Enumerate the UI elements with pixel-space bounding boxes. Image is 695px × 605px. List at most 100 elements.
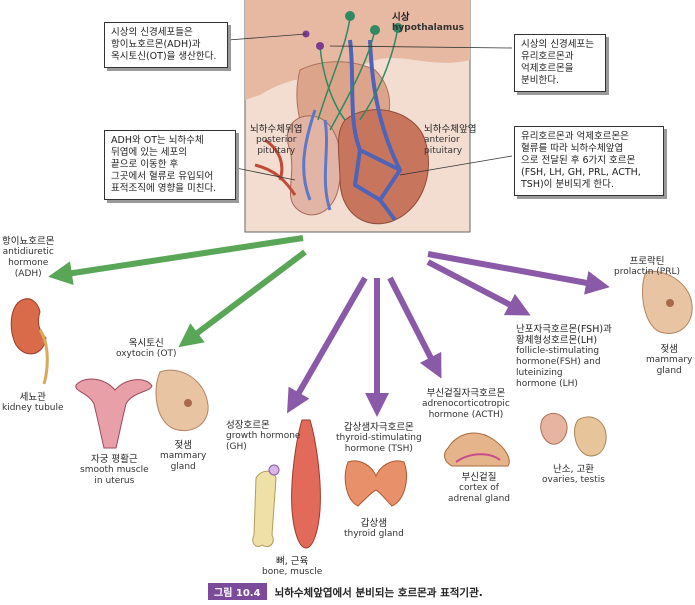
note-anterior-six-hormones: 유리호르몬과 억제호르몬은 혈류를 따라 뇌하수체앞엽 으로 전달된 후 6가지… [514, 126, 664, 196]
prl-en: prolactin (PRL) [614, 267, 680, 277]
hypothalamus-label: 시상 hypothalamus [392, 12, 464, 34]
ovary-illustration [540, 413, 607, 457]
fsh-lh-en2: hormone(FSH) and [516, 357, 601, 367]
note-line: 뒤엽에 있는 세포의 [111, 147, 187, 158]
note-line: 시상의 신경세포들은 [111, 27, 193, 38]
note-line: 옥시토신(OT)을 생산한다. [111, 51, 217, 62]
note-line: 표적조직에 영향을 미친다. [111, 183, 217, 194]
label-adh: 항이뇨호르몬 antidiuretic hormone (ADH) [2, 236, 54, 280]
figure-caption-text: 뇌하수체앞엽에서 분비되는 호르몬과 표적기관. [274, 587, 483, 599]
label-mammary-left: 젖샘 mammary gland [160, 440, 206, 473]
note-line: TSH)이 분비되게 한다. [521, 179, 614, 190]
arrow-to-acth [387, 276, 442, 379]
thyroid-ko: 갑상샘 [360, 518, 388, 529]
note-line: 으로 전달된 후 6가지 호르몬 [521, 155, 636, 166]
posterior-pituitary-en1: posterior [256, 135, 297, 145]
adh-ko: 항이뇨호르몬 [2, 236, 55, 247]
note-line: 유리호르몬과 [521, 51, 574, 62]
acth-ko: 부신겉질자극호르몬 [426, 388, 506, 399]
fsh-lh-en4: hormone (LH) [516, 379, 578, 389]
mammary-left-ko: 젖샘 [174, 440, 192, 451]
gh-ko: 성장호르몬 [226, 420, 270, 431]
kidney-en: kidney tubule [2, 403, 64, 413]
ovaries-en: ovaries, testis [542, 475, 605, 485]
arrow-to-prl [427, 251, 610, 295]
arrow-to-fsh [426, 259, 531, 316]
prl-ko: 프로락틴 [629, 256, 665, 267]
arrow-to-gh [287, 276, 368, 414]
label-prolactin: 프로락틴 prolactin (PRL) [614, 256, 680, 278]
bone-muscle-illustration [252, 419, 321, 549]
hypothalamus-label-ko: 시상 [392, 12, 410, 23]
adh-en3: (ADH) [14, 269, 42, 279]
mammary-right-en1: mammary [646, 355, 693, 365]
green-arrows [48, 235, 307, 348]
pituitary-illustration [244, 0, 471, 233]
tsh-en2: hormone (TSH) [344, 444, 413, 454]
uterus-ko: 자궁 평활근 [90, 454, 138, 465]
mammary-left-illustration [155, 369, 209, 432]
label-tsh: 갑상샘자극호르몬 thyroid-stimulating hormone (TS… [336, 422, 422, 455]
note-line: 시상의 신경세포는 [521, 39, 594, 50]
gh-en1: growth hormone [226, 431, 301, 441]
posterior-pituitary-ko: 뇌하수체뒤엽 [250, 124, 303, 135]
tsh-en1: thyroid-stimulating [336, 433, 422, 443]
ovaries-ko: 난소, 고환 [552, 464, 594, 475]
acth-en1: adrenocorticotropic [422, 399, 510, 409]
mammary-right-illustration [642, 270, 693, 334]
posterior-pituitary-label: 뇌하수체뒤엽 posterior pituitary [250, 124, 302, 157]
adh-en2: hormone [8, 258, 49, 268]
mammary-right-en2: gland [656, 366, 682, 376]
adrenal-en2: adrenal gland [448, 494, 510, 504]
note-hypothalamus-adh-ot: 시상의 신경세포들은 항이뇨호르몬(ADH)과 옥시토신(OT)을 생산한다. [104, 22, 228, 68]
ot-ko: 옥시토신 [128, 338, 164, 349]
note-line: (FSH, LH, GH, PRL, ACTH, [521, 167, 641, 178]
mammary-left-en2: gland [170, 462, 196, 472]
label-kidney-tubule: 세뇨관 kidney tubule [2, 392, 64, 414]
note-posterior-release: ADH와 OT는 뇌하수체 뒤엽에 있는 세포의 끝으로 이동한 후 그곳에서 … [104, 130, 236, 200]
label-ovaries-testis: 난소, 고환 ovaries, testis [542, 464, 605, 486]
bone-en: bone, muscle [262, 567, 323, 577]
adrenal-en1: cortex of [459, 483, 499, 493]
note-releasing-hormones: 시상의 신경세포는 유리호르몬과 억제호르몬을 분비한다. [514, 34, 606, 92]
fsh-lh-en3: luteinizing [516, 368, 563, 378]
label-thyroid: 갑상샘 thyroid gland [344, 518, 404, 540]
mammary-right-ko: 젖샘 [660, 344, 678, 355]
label-oxytocin: 옥시토신 oxytocin (OT) [116, 338, 177, 360]
note-line: 그곳에서 혈류로 유입되어 [111, 171, 214, 182]
fsh-lh-en1: follicle-stimulating [516, 346, 600, 356]
purple-arrows [287, 251, 610, 417]
posterior-pituitary-en2: pituitary [257, 146, 296, 156]
thyroid-en: thyroid gland [344, 529, 404, 539]
note-line: 유리호르몬과 억제호르몬은 [521, 131, 629, 142]
note-line: ADH와 OT는 뇌하수체 [111, 135, 204, 146]
uterus-en2: in uterus [94, 476, 135, 486]
kidney-illustration [10, 298, 49, 385]
tsh-ko: 갑상샘자극호르몬 [343, 422, 414, 433]
label-acth: 부신겉질자극호르몬 adrenocorticotropic hormone (A… [422, 388, 510, 421]
label-gh: 성장호르몬 growth hormone (GH) [226, 420, 300, 453]
ot-en: oxytocin (OT) [116, 349, 177, 359]
figure-caption: 그림 10.4 뇌하수체앞엽에서 분비되는 호르몬과 표적기관. [208, 583, 483, 600]
uterus-en1: smooth muscle [80, 465, 149, 475]
label-bone-muscle: 뼈, 근육 bone, muscle [262, 556, 322, 578]
note-line: 끝으로 이동한 후 [111, 159, 179, 170]
arrow-to-ot [178, 249, 307, 348]
fsh-lh-ko2: 황체형성호르몬(LH) [516, 335, 598, 346]
adrenal-illustration [444, 432, 510, 467]
note-line: 항이뇨호르몬(ADH)과 [111, 39, 201, 50]
acth-en2: hormone (ACTH) [428, 410, 504, 420]
label-uterus: 자궁 평활근 smooth muscle in uterus [80, 454, 149, 487]
anterior-pituitary-label: 뇌하수체앞엽 anterior pituitary [424, 124, 476, 157]
pointer-lines [227, 33, 513, 181]
note-line: 분비한다. [521, 75, 559, 86]
note-line: 억제호르몬을 [521, 63, 574, 74]
label-adrenal: 부신겉질 cortex of adrenal gland [448, 472, 510, 505]
fsh-lh-ko1: 난포자극호르몬(FSH)과 [516, 324, 612, 335]
adh-en1: antidiuretic [2, 247, 54, 257]
note-line: 혈류를 따라 뇌하수체앞엽 [521, 143, 624, 154]
gh-en2: (GH) [226, 442, 247, 452]
anterior-pituitary-en1: anterior [424, 135, 460, 145]
figure-number-badge: 그림 10.4 [208, 583, 267, 600]
